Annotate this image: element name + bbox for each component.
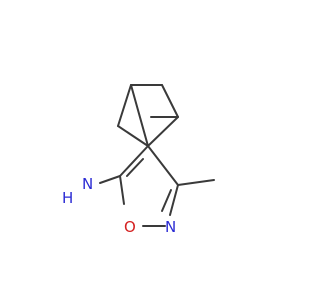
bond-c1-cp (117, 84, 132, 127)
isoxazole-ring (119, 145, 179, 227)
bond-c3-c4 (161, 84, 179, 118)
bond-c1-c2 (130, 84, 149, 147)
bond-amine (99, 175, 121, 184)
cyclopentene-ring (117, 84, 179, 147)
bond-c5-o (119, 175, 125, 205)
bond-n-c3 (169, 184, 179, 216)
bond-c5-c1 (147, 116, 179, 147)
bond-methyl (177, 179, 215, 186)
bond-c4-c5-iso (119, 145, 149, 177)
bond-c4-c5-iso-double (126, 158, 144, 177)
amine-n-label: N (82, 175, 93, 193)
ring-nitrogen-label: N (165, 218, 176, 236)
molecule-structure: H N O N (62, 84, 215, 236)
molecule-canvas: H N O N (62, 84, 215, 236)
amine-h-label: H (62, 189, 73, 207)
ring-oxygen-label: O (124, 218, 136, 236)
bond-c4-c3-iso (147, 145, 179, 186)
bond-n-c3-double (161, 189, 172, 212)
bond-c5-c1-double (117, 125, 149, 147)
